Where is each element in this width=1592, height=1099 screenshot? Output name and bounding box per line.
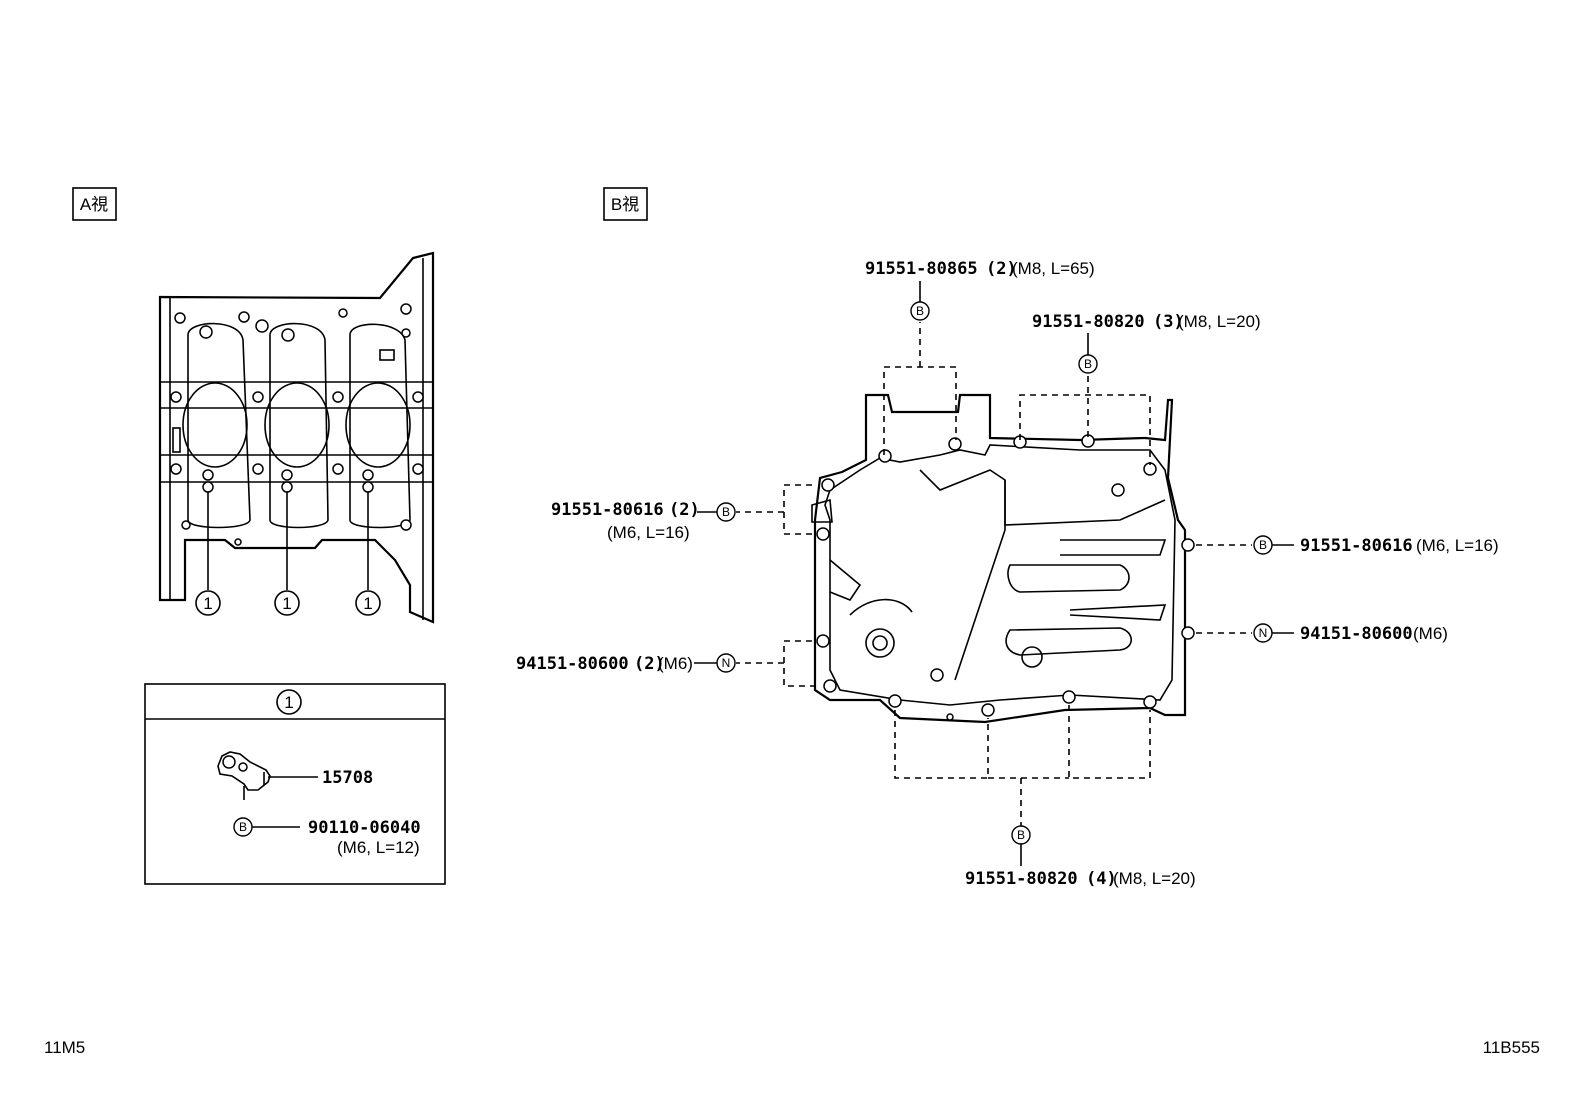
- symbol-letter: B: [1017, 828, 1025, 842]
- part-spec: (M6, L=16): [1416, 536, 1499, 555]
- part-spec: (M6): [1413, 624, 1448, 643]
- bolt-symbol: B: [1253, 535, 1273, 555]
- detail-part-main: 15708: [322, 768, 373, 788]
- part-callout-left-bolt: 91551-80616 (2) (M6, L=16) B: [551, 500, 736, 542]
- callout-marker-text: 1: [282, 594, 291, 613]
- oil-jet-drawing: [217, 751, 271, 800]
- part-spec: (M6): [658, 654, 693, 673]
- bolt-symbol: B: [233, 817, 253, 837]
- symbol-letter: B: [1084, 357, 1092, 371]
- part-qty: (2): [986, 259, 1017, 279]
- view-a-label: A視: [72, 187, 117, 221]
- stud-symbol: N: [1253, 623, 1273, 643]
- part-number: 91551-80865: [865, 259, 978, 279]
- part-spec: (M6, L=16): [607, 523, 690, 542]
- footer-left-code: 11M5: [44, 1038, 85, 1057]
- part-callout-bottom-bolt: B 91551-80820 (4) (M8, L=20): [965, 825, 1196, 889]
- part-number: 91551-80820: [1032, 312, 1145, 332]
- part-callout-upper-right-bolt: 91551-80820 (3) (M8, L=20) B: [1032, 312, 1261, 374]
- view-b-label: B視: [603, 187, 648, 221]
- part-number: 91551-80616: [551, 500, 664, 520]
- detail-box-header: 1: [284, 693, 293, 712]
- bolt-symbol: B: [1011, 825, 1031, 845]
- footer-right-code: 11B555: [1483, 1038, 1540, 1057]
- part-callout-left-stud: 94151-80600 (2) (M6) N: [516, 653, 736, 674]
- callout-marker-text: 1: [363, 594, 372, 613]
- part-callout-right-stud: N 94151-80600 (M6): [1253, 623, 1448, 644]
- part-spec: (M8, L=20): [1113, 869, 1196, 888]
- bolt-symbol: B: [716, 502, 736, 522]
- part-number: 94151-80600: [1300, 624, 1413, 644]
- part-number: 94151-80600: [516, 654, 629, 674]
- part-callout-top-bolt: 91551-80865 (2) (M8, L=65) B: [865, 259, 1095, 321]
- part-number: 91551-80616: [1300, 536, 1413, 556]
- symbol-letter: B: [916, 304, 924, 318]
- bolt-symbol: B: [910, 301, 930, 321]
- detail-bolt-spec: (M6, L=12): [337, 838, 420, 857]
- symbol-letter: B: [722, 505, 730, 519]
- part-qty: (2): [669, 500, 700, 520]
- bolt-symbol-letter: B: [239, 820, 247, 834]
- part-spec: (M8, L=20): [1178, 312, 1261, 331]
- callout-marker-text: 1: [203, 594, 212, 613]
- detail-bolt-part: 90110-06040: [308, 818, 421, 838]
- callout-marker-3: 1: [355, 590, 381, 616]
- part-qty: (4): [1086, 869, 1117, 889]
- part-callout-right-bolt: B 91551-80616 (M6, L=16): [1253, 535, 1499, 556]
- symbol-letter: N: [722, 656, 731, 670]
- callout-marker-1: 1: [195, 590, 221, 616]
- view-a-label-text: A視: [80, 195, 108, 214]
- part-qty: (3): [1153, 312, 1184, 332]
- stud-symbol: N: [716, 653, 736, 673]
- symbol-letter: B: [1259, 538, 1267, 552]
- part-qty: (2): [634, 654, 665, 674]
- bolt-symbol: B: [1078, 354, 1098, 374]
- part-spec: (M8, L=65): [1012, 259, 1095, 278]
- cylinder-block-drawing: [158, 251, 435, 624]
- part-number: 91551-80820: [965, 869, 1078, 889]
- view-b-label-text: B視: [611, 195, 639, 214]
- symbol-letter: N: [1259, 626, 1268, 640]
- oil-pan-drawing: [811, 393, 1195, 724]
- callout-marker-2: 1: [274, 590, 300, 616]
- detail-box: 1 15708 B 90110-06040 (M6, L=12): [144, 683, 446, 885]
